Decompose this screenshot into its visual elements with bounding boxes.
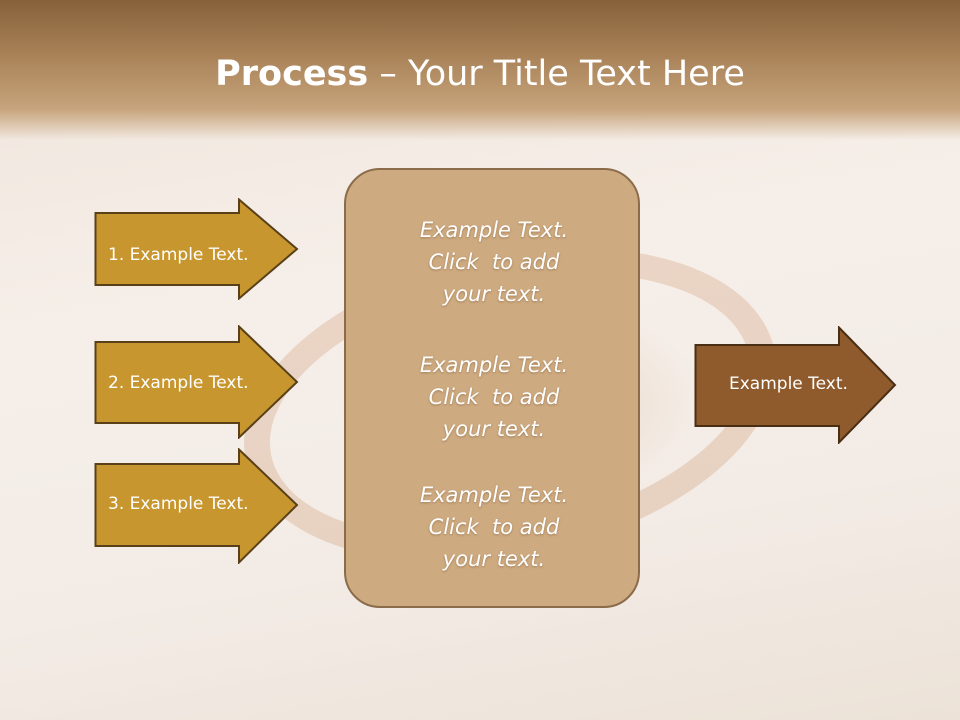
paragraph-line: your text. [442, 417, 546, 441]
title-bar [0, 0, 960, 140]
input-arrow-3[interactable] [94, 448, 300, 564]
paragraph-line: Click to add [428, 515, 560, 539]
paragraph-line: your text. [442, 547, 546, 571]
paragraph-line: Click to add [428, 250, 560, 274]
paragraph-line: Example Text. [419, 483, 569, 507]
paragraph-line: Example Text. [419, 353, 569, 377]
center-paragraph-3: Example Text. Click to add your text. [346, 479, 642, 575]
input-arrow-3-label: 3. Example Text. [108, 494, 249, 514]
title-rest: – Your Title Text Here [368, 54, 745, 94]
input-arrow-1-label: 1. Example Text. [108, 245, 249, 265]
center-paragraph-2: Example Text. Click to add your text. [346, 349, 642, 445]
center-paragraph-1: Example Text. Click to add your text. [346, 214, 642, 310]
slide-title[interactable]: Process – Your Title Text Here [0, 52, 960, 96]
input-arrow-2[interactable] [94, 325, 300, 439]
input-arrow-1[interactable] [94, 198, 300, 300]
output-arrow[interactable] [694, 326, 898, 444]
center-box[interactable]: Example Text. Click to add your text. Ex… [344, 168, 640, 608]
output-arrow-label: Example Text. [729, 374, 848, 394]
title-bold: Process [215, 54, 369, 94]
paragraph-line: Example Text. [419, 218, 569, 242]
paragraph-line: Click to add [428, 385, 560, 409]
paragraph-line: your text. [442, 282, 546, 306]
input-arrow-2-label: 2. Example Text. [108, 373, 249, 393]
